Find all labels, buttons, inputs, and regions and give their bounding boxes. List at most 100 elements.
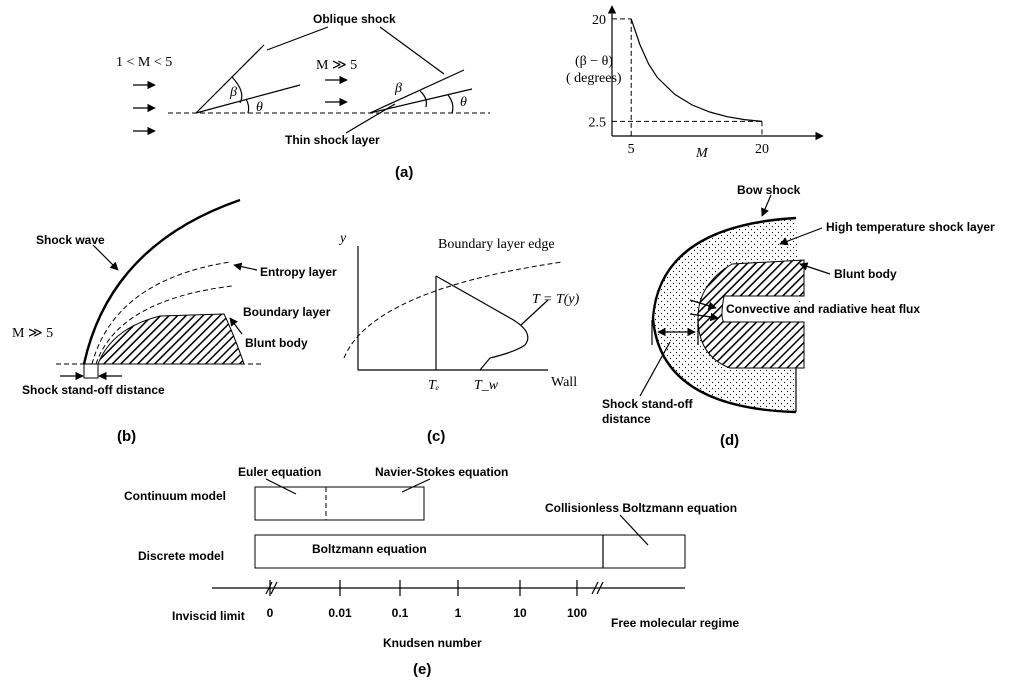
knudsen-tick-label: 10 bbox=[513, 606, 527, 620]
theta-arc bbox=[245, 98, 250, 114]
standoff-label: Shock stand-off bbox=[602, 397, 694, 411]
x-tick-label: 20 bbox=[755, 142, 769, 157]
panel-a: Oblique shock 1 < M < 5 M ≫ 5 β θ β θ Th… bbox=[116, 12, 490, 181]
shock-wave-label: Shock wave bbox=[36, 233, 105, 247]
leader-line bbox=[639, 341, 671, 397]
hypersonic-shock-line bbox=[369, 69, 465, 114]
high-temperature-label: High temperature shock layer bbox=[826, 220, 995, 234]
theta-label: θ bbox=[460, 95, 467, 110]
y-tick-label: 2.5 bbox=[589, 115, 607, 130]
entropy-layer-curve bbox=[91, 261, 231, 365]
panel-c-label: (c) bbox=[427, 428, 445, 445]
entropy-layer-label: Entropy layer bbox=[260, 265, 337, 279]
panel-d-label: (d) bbox=[720, 432, 739, 449]
axis-break-mark bbox=[265, 581, 273, 595]
heat-flux-arrow bbox=[689, 299, 717, 310]
navier-stokes-label: Navier-Stokes equation bbox=[375, 465, 508, 479]
continuum-model-label: Continuum model bbox=[124, 489, 226, 503]
temperature-function-label: T = T(y) bbox=[532, 292, 580, 307]
leader-arrow bbox=[92, 244, 119, 271]
knudsen-ticks: 0 0.01 0.1 1 10 100 bbox=[267, 580, 587, 620]
boundary-layer-label: Boundary layer bbox=[243, 305, 331, 319]
blunt-body-shape bbox=[697, 259, 805, 369]
theta-label: θ bbox=[256, 100, 263, 115]
leader-line bbox=[265, 478, 297, 495]
shock-wave-curve bbox=[82, 198, 241, 365]
y-axis-label: (β − θ) bbox=[575, 54, 613, 69]
wedge-surface bbox=[195, 84, 301, 114]
temperature-profile bbox=[435, 275, 529, 371]
heat-flux-arrow bbox=[689, 312, 719, 322]
leader-line bbox=[619, 514, 649, 546]
leader-line bbox=[520, 299, 549, 326]
knudsen-tick-label: 0 bbox=[267, 606, 274, 620]
free-molecular-label: Free molecular regime bbox=[611, 616, 739, 630]
boundary-layer-curve bbox=[95, 285, 233, 365]
panel-e-label: (e) bbox=[413, 661, 431, 678]
bow-shock-label: Bow shock bbox=[737, 183, 801, 197]
series-line bbox=[630, 18, 763, 122]
beta-arc bbox=[231, 76, 243, 104]
panel-d: Bow shock High temperature shock layer B… bbox=[602, 183, 995, 449]
inviscid-limit-label: Inviscid limit bbox=[172, 609, 245, 623]
knudsen-tick-label: 1 bbox=[455, 606, 462, 620]
wall-label: Wall bbox=[551, 375, 577, 390]
axis-break-mark bbox=[596, 581, 604, 595]
leader-arrow bbox=[779, 227, 823, 246]
knudsen-tick-label: 100 bbox=[567, 606, 587, 620]
beta-theta-vs-mach-chart: (β − θ) ( degrees) M 5 20 20 2.5 bbox=[566, 5, 824, 161]
blunt-body-label: Blunt body bbox=[245, 336, 308, 350]
euler-label: Euler equation bbox=[238, 465, 321, 479]
knudsen-tick-label: 0.01 bbox=[328, 606, 352, 620]
leader-arrow bbox=[229, 317, 243, 335]
leader-line bbox=[401, 478, 431, 493]
leader-line bbox=[379, 26, 445, 75]
leader-line bbox=[345, 103, 396, 134]
shock-layer-region bbox=[653, 218, 800, 412]
leader-arrow bbox=[233, 262, 258, 271]
knudsen-tick-label: 0.1 bbox=[392, 606, 409, 620]
leader-arrow bbox=[799, 262, 831, 275]
y-axis-label: ( degrees) bbox=[566, 71, 622, 86]
panel-a-label: (a) bbox=[395, 164, 413, 181]
tw-label: T_w bbox=[474, 378, 499, 393]
continuum-model-box bbox=[254, 486, 425, 521]
blunt-body-shape bbox=[97, 313, 245, 365]
discrete-model-box bbox=[254, 534, 686, 569]
thin-shock-layer-label: Thin shock layer bbox=[285, 133, 380, 147]
axis-break-mark bbox=[270, 581, 278, 595]
panel-e: Continuum model Discrete model Euler equ… bbox=[124, 465, 739, 678]
x-axis-label: M bbox=[695, 146, 709, 161]
oblique-shock-label: Oblique shock bbox=[313, 12, 396, 26]
collisionless-label: Collisionless Boltzmann equation bbox=[545, 501, 737, 515]
theta-arc bbox=[447, 94, 454, 114]
y-axis-label: y bbox=[338, 231, 347, 246]
boundary-layer-edge-label: Boundary layer edge bbox=[438, 237, 555, 252]
beta-label: β bbox=[229, 85, 237, 100]
knudsen-label: Knudsen number bbox=[383, 636, 482, 650]
heat-flux-label: Convective and radiative heat flux bbox=[726, 302, 920, 316]
mach-label: M ≫ 5 bbox=[12, 326, 53, 341]
boundary-layer-edge-curve bbox=[343, 261, 563, 359]
bow-shock-curve bbox=[651, 216, 797, 414]
panel-b-label: (b) bbox=[117, 428, 136, 445]
mach-range-label: 1 < M < 5 bbox=[116, 55, 172, 70]
oblique-shock-line bbox=[195, 44, 265, 114]
leader-arrow bbox=[761, 194, 772, 217]
te-label: Tₑ bbox=[428, 378, 440, 393]
standoff-box bbox=[83, 363, 99, 379]
y-tick-label: 20 bbox=[592, 13, 606, 28]
axis-break-mark bbox=[591, 581, 599, 595]
standoff-label: Shock stand-off distance bbox=[22, 383, 165, 397]
panel-b: Shock wave Entropy layer Boundary layer … bbox=[12, 198, 337, 445]
chart-marks: 5 20 20 2.5 bbox=[589, 13, 769, 157]
standoff-label: distance bbox=[602, 412, 651, 426]
x-tick-label: 5 bbox=[628, 142, 635, 157]
boltzmann-label: Boltzmann equation bbox=[312, 542, 427, 556]
mach-hyper-label: M ≫ 5 bbox=[316, 58, 357, 73]
blunt-body-label: Blunt body bbox=[834, 267, 897, 281]
beta-arc bbox=[419, 90, 427, 108]
discrete-model-label: Discrete model bbox=[138, 549, 224, 563]
panel-c: y Boundary layer edge T = T(y) Tₑ T_w Wa… bbox=[338, 231, 580, 445]
